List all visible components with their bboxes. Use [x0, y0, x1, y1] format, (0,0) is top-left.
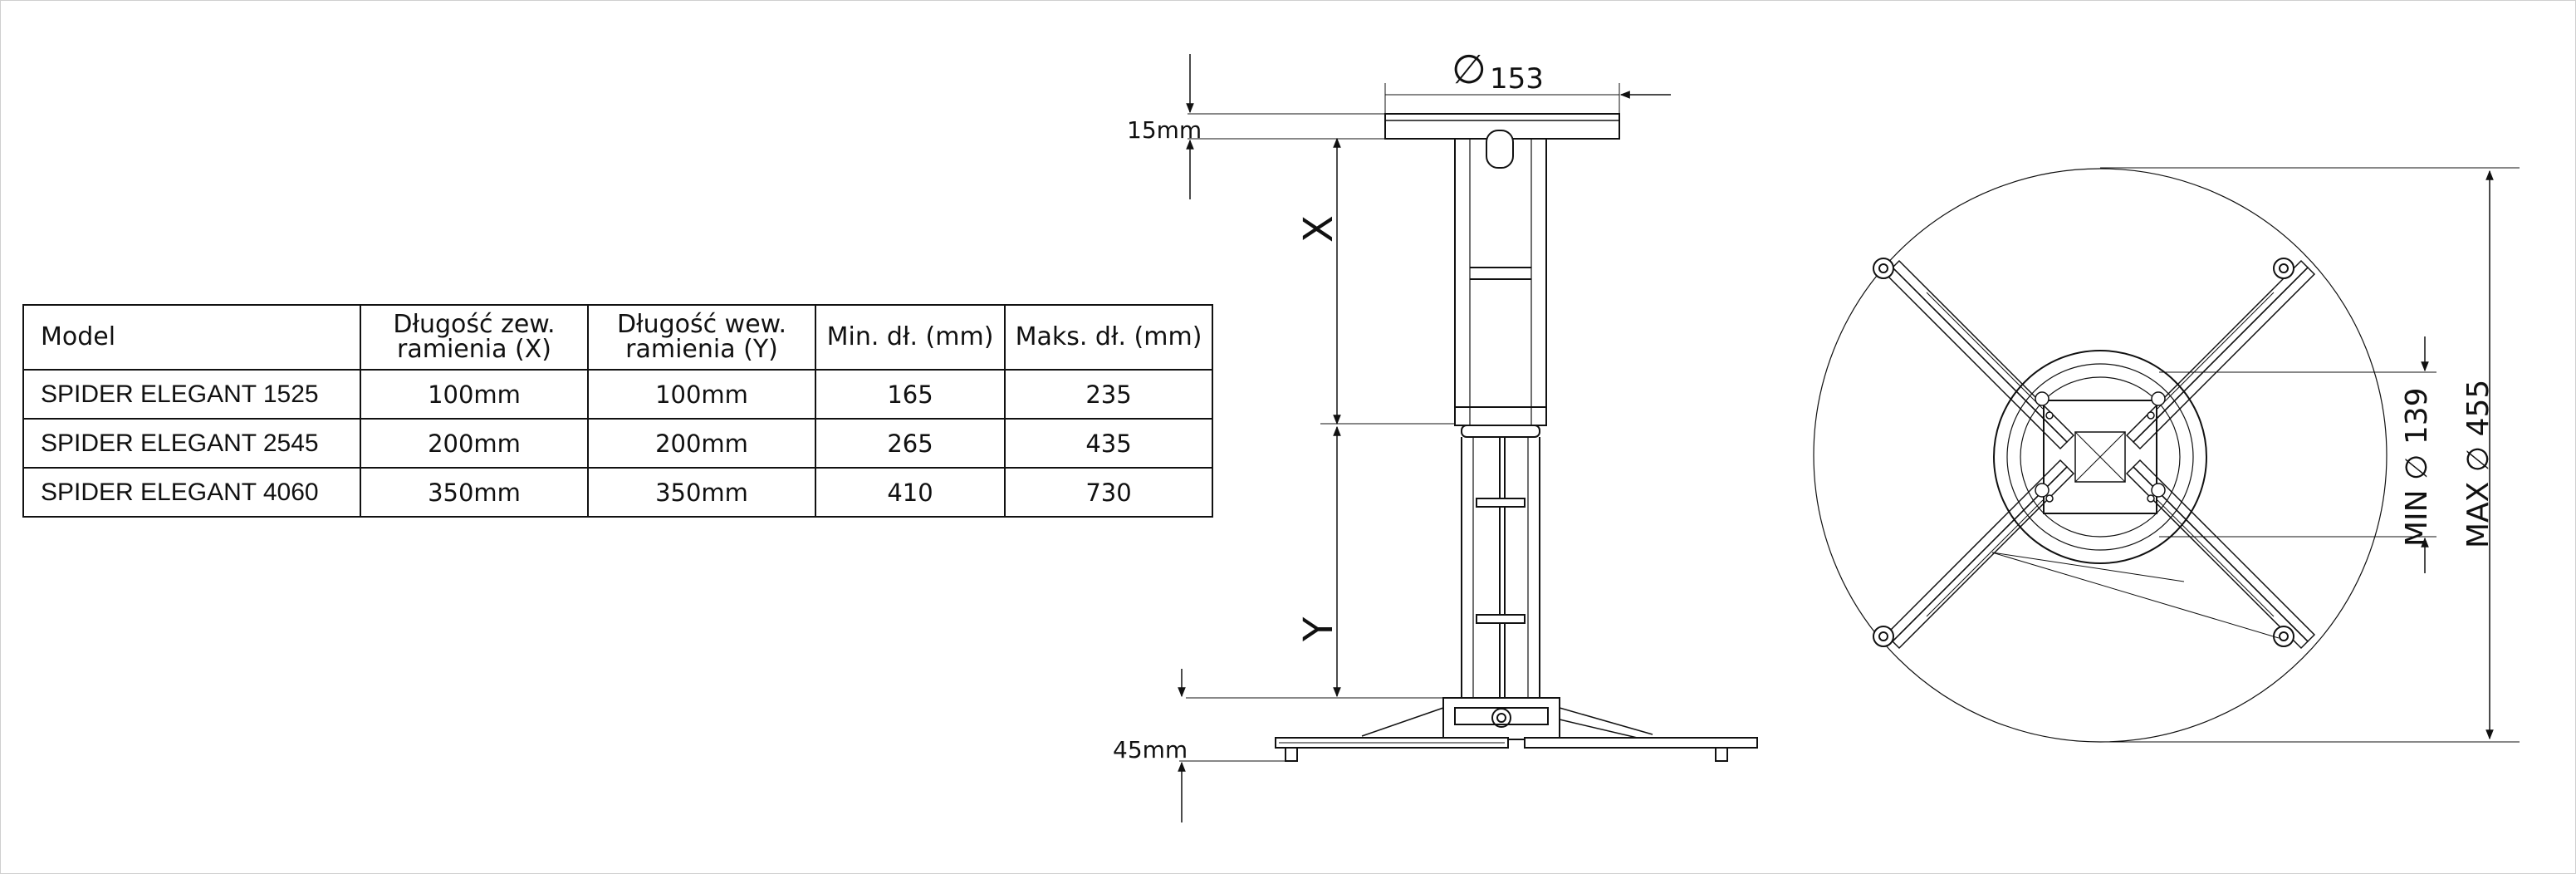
- cell-min-length: 165: [815, 369, 1006, 420]
- cell-min-length: 265: [815, 418, 1006, 469]
- table-row: SPIDER ELEGANT 4060 350mm 350mm 410 730: [22, 467, 1213, 518]
- max-diameter-label: MAX ∅ 455: [2461, 380, 2495, 548]
- top-view-labels: MIN ∅ 139 MAX ∅ 455: [2400, 380, 2495, 548]
- cell-inner-arm: 200mm: [587, 418, 816, 469]
- header-outer-arm-text: Długość zew. ramienia (X): [393, 310, 556, 364]
- cell-inner-arm: 350mm: [587, 467, 816, 518]
- cell-max-length: 730: [1004, 467, 1213, 518]
- min-diameter-label: MIN ∅ 139: [2400, 387, 2434, 547]
- y-dimension-label: Y: [1295, 616, 1342, 642]
- header-outer-arm: Długość zew. ramienia (X): [360, 304, 589, 371]
- cell-max-length: 435: [1004, 418, 1213, 469]
- header-inner-arm: Długość wew. ramienia (Y): [587, 304, 816, 371]
- header-inner-arm-text: Długość wew. ramienia (Y): [616, 310, 786, 364]
- cell-model: SPIDER ELEGANT 4060: [22, 467, 361, 518]
- inner-rods: [1461, 437, 1540, 698]
- arm-end-pads: [1873, 258, 2294, 647]
- side-view-dimensions: [1178, 54, 1671, 822]
- x-dimension-label: X: [1295, 215, 1342, 243]
- cell-outer-arm: 350mm: [360, 467, 589, 518]
- spider-arms: [1884, 259, 2316, 650]
- spec-table: Model Długość zew. ramienia (X) Długość …: [22, 304, 1213, 518]
- table-header-row: Model Długość zew. ramienia (X) Długość …: [22, 304, 1213, 371]
- cell-outer-arm: 100mm: [360, 369, 589, 420]
- cell-min-length: 410: [815, 467, 1006, 518]
- top-view: [1813, 168, 2387, 743]
- bottom-bracket: [1275, 697, 1758, 762]
- plate-diameter-value: 153: [1490, 62, 1544, 96]
- cell-model: SPIDER ELEGANT 1525: [22, 369, 361, 420]
- bottom-height-label: 45mm: [1113, 736, 1188, 764]
- plate-diameter-symbol: ∅: [1452, 47, 1486, 93]
- table-row: SPIDER ELEGANT 2545 200mm 200mm 265 435: [22, 418, 1213, 469]
- side-view: [1275, 113, 1758, 762]
- cell-model: SPIDER ELEGANT 2545: [22, 418, 361, 469]
- side-view-labels: ∅ 153 15mm X Y 45mm: [1113, 47, 1544, 764]
- table-row: SPIDER ELEGANT 1525 100mm 100mm 165 235: [22, 369, 1213, 420]
- top-thickness-label: 15mm: [1127, 116, 1202, 144]
- center-bolts: [2035, 391, 2166, 503]
- outer-tube: [1454, 138, 1547, 426]
- cell-inner-arm: 100mm: [587, 369, 816, 420]
- top-view-dimensions: [2100, 167, 2520, 743]
- cell-max-length: 235: [1004, 369, 1213, 420]
- cell-outer-arm: 200mm: [360, 418, 589, 469]
- header-max-length: Maks. dł. (mm): [1004, 304, 1213, 371]
- header-min-length: Min. dł. (mm): [815, 304, 1006, 371]
- header-model: Model: [22, 304, 361, 371]
